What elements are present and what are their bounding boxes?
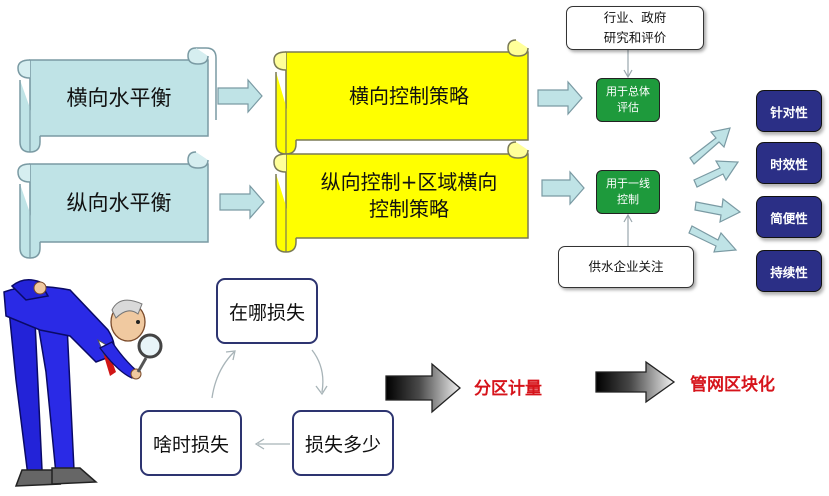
scroll-horizontal-balance: 横向水平衡 [32, 62, 206, 134]
cycle-arrow-when-to-where [211, 350, 236, 399]
frontline-control-line1: 用于一线 [606, 176, 650, 190]
cycle-where-loss-box: 在哪损失 [216, 278, 318, 344]
cycle-where-loss-label: 在哪损失 [228, 301, 305, 324]
cycle-arrow-where-to-howmuch [311, 349, 328, 396]
overall-assessment-line2: 评估 [617, 101, 639, 114]
cycle-how-much-loss-box: 损失多少 [292, 410, 394, 476]
property-simple-label: 简便性 [770, 210, 808, 226]
arrow-left-top-to-mid [217, 78, 263, 114]
arrow-fan-to-timely [693, 160, 740, 188]
network-zoning-label: 管网区块化 [690, 375, 775, 395]
inspector-figure-icon [3, 279, 163, 487]
industry-government-line1: 行业、政府 [603, 10, 667, 25]
scroll-shape-left-top [17, 47, 217, 153]
industry-government-line2: 研究和评价 [603, 30, 667, 45]
property-simple-box: 简便性 [756, 196, 822, 238]
overall-assessment-line1: 用于总体 [606, 84, 650, 98]
overall-assessment-box: 用于总体 评估 [596, 78, 660, 122]
cycle-when-loss-label: 啥时损失 [152, 433, 229, 456]
scroll-vertical-strategy-line1: 纵向控制+区域横向 [320, 170, 498, 194]
frontline-control-line2: 控制 [617, 193, 639, 206]
block-arrow-to-zone-metering [385, 362, 461, 414]
scroll-shape-mid-bottom [273, 141, 529, 253]
zone-metering-label: 分区计量 [474, 379, 542, 399]
frontline-control-box: 用于一线 控制 [596, 170, 660, 214]
cycle-how-much-loss-label: 损失多少 [304, 433, 381, 456]
property-targeted-label: 针对性 [770, 104, 808, 120]
arrow-fan-to-sustained [688, 225, 738, 253]
industry-government-box: 行业、政府 研究和评价 [566, 6, 704, 50]
cycle-when-loss-box: 啥时损失 [140, 410, 242, 476]
cycle-arrow-howmuch-to-when [254, 438, 290, 450]
arrow-fan-to-simple [694, 197, 742, 224]
scroll-vertical-strategy-line2: 控制策略 [369, 197, 449, 221]
arrow-mid-bottom-to-frontline [541, 170, 585, 206]
property-timely-label: 时效性 [770, 156, 808, 172]
property-targeted-box: 针对性 [756, 90, 822, 132]
scroll-horizontal-balance-label: 横向水平衡 [66, 85, 172, 110]
scroll-vertical-balance-label: 纵向水平衡 [66, 190, 172, 215]
property-sustained-label: 持续性 [770, 264, 808, 280]
arrow-fan-to-targeted [689, 127, 731, 165]
scroll-horizontal-strategy-label: 横向控制策略 [349, 83, 469, 108]
arrow-mid-top-to-overall [537, 80, 583, 116]
property-timely-box: 时效性 [756, 142, 822, 184]
scroll-vertical-strategy: 纵向控制+区域横向 控制策略 [292, 156, 526, 236]
arrow-left-bottom-to-mid [219, 184, 265, 220]
scroll-shape-mid-top [273, 39, 529, 155]
scroll-horizontal-strategy: 横向控制策略 [292, 54, 526, 138]
connector-enterprise-to-frontline [623, 213, 633, 246]
property-sustained-box: 持续性 [756, 250, 822, 292]
block-arrow-to-network-zoning [595, 360, 676, 404]
water-enterprise-label: 供水企业关注 [588, 259, 664, 274]
connector-industry-to-overall [623, 50, 633, 79]
scroll-vertical-balance: 纵向水平衡 [32, 166, 206, 240]
scroll-shape-left-bottom [17, 151, 209, 259]
water-enterprise-box: 供水企业关注 [558, 246, 694, 288]
